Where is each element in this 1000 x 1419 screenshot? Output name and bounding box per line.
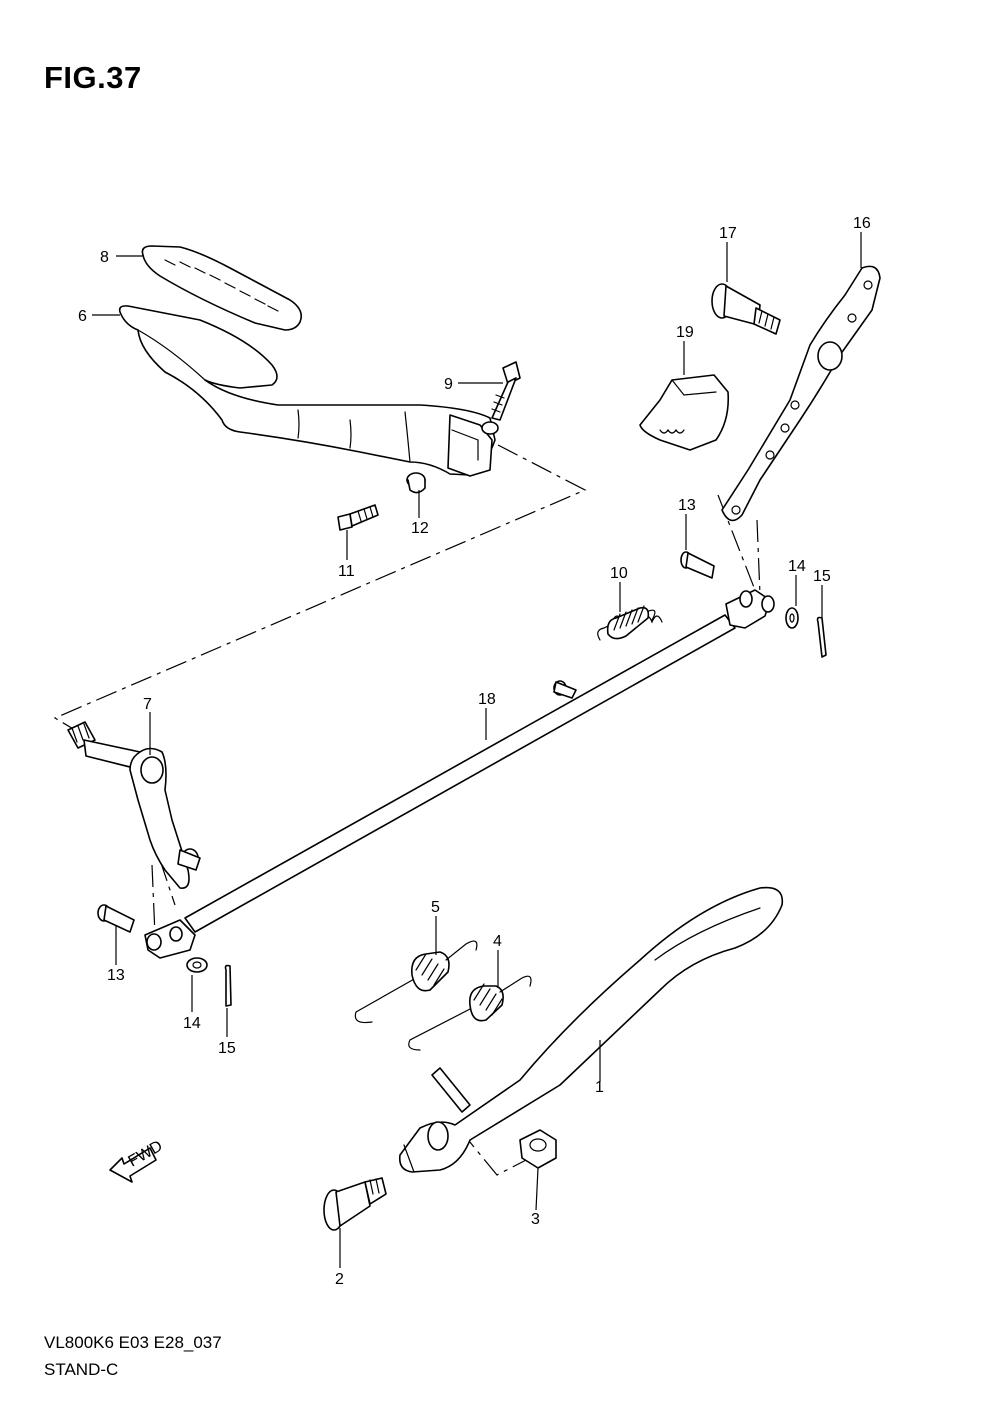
stand-spring-outer-part [354, 940, 478, 1024]
callout-14-front: 14 [183, 1015, 201, 1032]
arm-pivot-bolt-part [711, 283, 781, 335]
side-stand-part [398, 886, 784, 1173]
callout-6: 6 [78, 308, 87, 325]
callout-4: 4 [493, 933, 502, 950]
cotter-pin-front-part [224, 964, 232, 1007]
front-lever-part [67, 721, 201, 889]
brake-pedal-part [118, 305, 496, 477]
pin-rear-part [680, 551, 715, 579]
spacer-part [406, 472, 426, 494]
callout-10: 10 [610, 565, 628, 582]
callout-12: 12 [411, 520, 429, 537]
fwd-arrow-icon: FWD [109, 1138, 166, 1183]
stand-nut-part [519, 1129, 557, 1169]
washer-front-part [186, 957, 208, 973]
figure-name: STAND-C [44, 1360, 119, 1379]
return-spring-part [597, 605, 663, 641]
callout-leaders [92, 232, 862, 1268]
callout-2: 2 [335, 1271, 344, 1288]
callout-15-rear: 15 [813, 568, 831, 585]
stand-bolt-part [323, 1177, 387, 1231]
callout-14-rear: 14 [788, 558, 806, 575]
callout-18: 17 [719, 225, 737, 242]
pedal-bolt-part [481, 361, 521, 435]
callout-9: 9 [444, 376, 453, 393]
brake-rod-part [184, 589, 775, 933]
figure-code: VL800K6 E03 E28_037 [44, 1333, 222, 1352]
callout-13-rear: 13 [678, 497, 696, 514]
cotter-pin-rear-part [816, 616, 827, 658]
figure-title: FIG.37 [44, 60, 142, 95]
callout-3: 3 [531, 1211, 540, 1228]
callout-16: 18 [478, 691, 496, 708]
callout-15-front: 15 [218, 1040, 236, 1057]
front-clevis-part [144, 919, 196, 959]
arm-cover-part [639, 374, 730, 451]
callout-5: 5 [431, 899, 440, 916]
callout-19: 19 [676, 324, 694, 341]
callout-13-front: 13 [107, 967, 125, 984]
pedal-rubber-part [141, 245, 303, 331]
pin-front-part [97, 904, 135, 933]
callout-numbers: 8 6 9 7 18 10 13 14 15 11 12 19 17 16 5 … [78, 215, 871, 1288]
stand-spring-inner-part [408, 975, 532, 1051]
callout-7: 7 [143, 696, 152, 713]
callout-1: 1 [595, 1079, 604, 1096]
callout-11: 11 [338, 563, 355, 580]
callout-17: 16 [853, 215, 871, 232]
callout-8: 8 [100, 249, 109, 266]
washer-rear-part [785, 607, 799, 629]
rear-lever-arm-part [721, 265, 881, 522]
lever-bolt-part [337, 504, 379, 531]
